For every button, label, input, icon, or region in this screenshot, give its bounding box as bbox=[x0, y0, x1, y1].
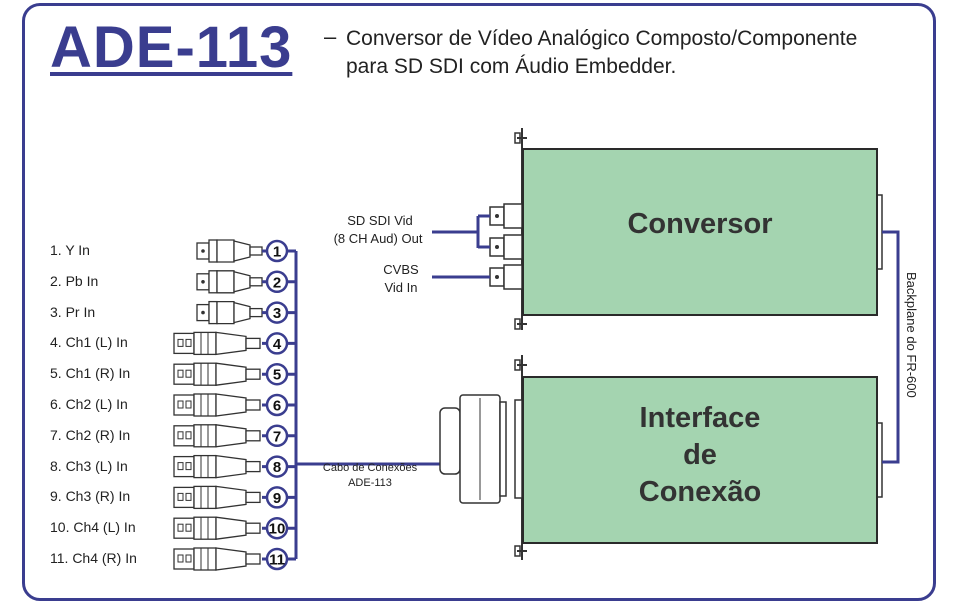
input-label-6: 6. Ch2 (L) In bbox=[50, 396, 128, 412]
interface-label-line-3: Conexão bbox=[638, 475, 762, 508]
interface-label-line-2: de bbox=[683, 438, 717, 471]
input-connector-10: 10 bbox=[173, 516, 296, 540]
input-connector-9: 9 bbox=[173, 485, 296, 510]
cable-label-1: Cabo de Conexões bbox=[322, 462, 418, 474]
input-connector-5: 5 bbox=[173, 362, 296, 386]
input-label-2: 2. Pb In bbox=[50, 272, 99, 289]
input-label-5: 5. Ch1 (R) In bbox=[50, 365, 131, 382]
sdi-out-connector-bottom bbox=[489, 234, 523, 260]
title-dash: – bbox=[324, 24, 337, 49]
sdi-out-label-2: (8 CH Aud) Out bbox=[333, 231, 423, 246]
input-number-7: 7 bbox=[273, 428, 281, 445]
conversor-label: Conversor bbox=[627, 208, 773, 240]
cvbs-label-2: Vid In bbox=[384, 280, 418, 295]
input-label-7: 7. Ch2 (R) In bbox=[50, 426, 131, 443]
input-connector-1: 1 bbox=[196, 239, 296, 263]
input-connectors: 1 2 3 4 5 6 7 8 9 10 11 bbox=[173, 239, 296, 571]
cable-label-2: ADE-113 bbox=[348, 477, 392, 489]
sdi-cvbs-wires bbox=[432, 214, 490, 279]
input-number-6: 6 bbox=[273, 398, 281, 415]
input-number-2: 2 bbox=[273, 274, 281, 291]
input-number-1: 1 bbox=[273, 244, 281, 261]
input-number-5: 5 bbox=[273, 367, 281, 384]
interface-label-line-1: Interface bbox=[639, 401, 761, 434]
sdi-out-connector-top bbox=[489, 203, 523, 229]
input-number-8: 8 bbox=[273, 459, 281, 476]
input-bus-wires bbox=[294, 251, 440, 559]
input-connector-3: 3 bbox=[196, 300, 296, 325]
input-connector-11: 11 bbox=[173, 547, 296, 571]
input-number-9: 9 bbox=[273, 490, 281, 507]
input-number-4: 4 bbox=[273, 336, 282, 353]
input-label-8: 8. Ch3 (L) In bbox=[50, 457, 128, 474]
input-connector-2: 2 bbox=[196, 270, 296, 294]
input-label-3: 3. Pr In bbox=[50, 303, 96, 320]
input-label-1: 1. Y In bbox=[50, 242, 90, 258]
input-label-11: 11. Ch4 (R) In bbox=[50, 550, 137, 566]
subtitle-line-2: para SD SDI com Áudio Embedder. bbox=[346, 55, 677, 78]
input-label-4: 4. Ch1 (L) In bbox=[50, 334, 128, 351]
conversor-module: Conversor bbox=[522, 148, 878, 316]
input-connector-4: 4 bbox=[173, 331, 296, 356]
cvbs-in-connector bbox=[489, 264, 523, 290]
page-title: ADE-113 bbox=[50, 15, 293, 80]
backplane-wire bbox=[882, 230, 900, 464]
backplane-label: Backplane do FR-600 bbox=[904, 272, 919, 398]
interface-module: Interface de Conexão bbox=[522, 376, 878, 544]
input-label-9: 9. Ch3 (R) In bbox=[50, 488, 131, 505]
input-connector-8: 8 bbox=[173, 454, 296, 479]
input-label-10: 10. Ch4 (L) In bbox=[50, 519, 136, 536]
db-connector bbox=[439, 394, 523, 504]
input-number-10: 10 bbox=[269, 521, 286, 538]
subtitle-line-1: Conversor de Vídeo Analógico Composto/Co… bbox=[346, 27, 858, 50]
interface-label-group: Interface de Conexão bbox=[639, 400, 761, 511]
input-number-11: 11 bbox=[269, 552, 285, 569]
sdi-out-label-1: SD SDI Vid bbox=[347, 213, 413, 228]
input-number-3: 3 bbox=[273, 305, 281, 322]
input-connector-6: 6 bbox=[173, 393, 296, 417]
cvbs-label-1: CVBS bbox=[383, 262, 419, 277]
input-connector-7: 7 bbox=[173, 424, 296, 448]
